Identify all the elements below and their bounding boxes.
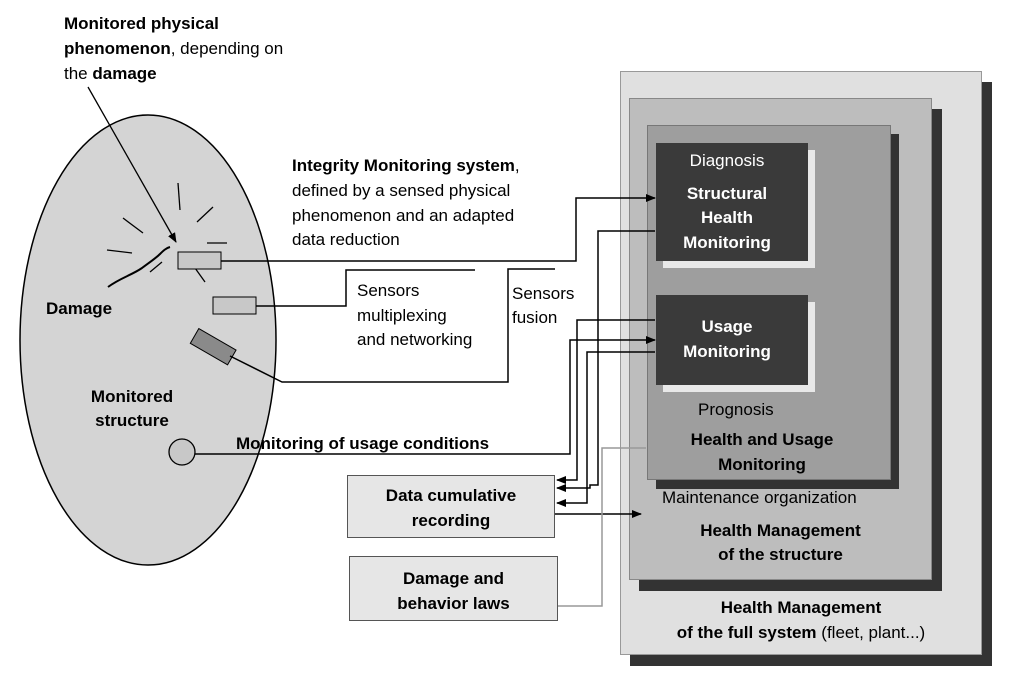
integrity-line4: data reduction (292, 230, 400, 249)
data-recording-line2: recording (411, 511, 491, 530)
sensors-mux-line3: and networking (357, 330, 473, 349)
sensors-fusion-line1: Sensors (512, 284, 575, 303)
usage-line2: Monitoring (683, 342, 771, 361)
sensors-mux-line1: Sensors (357, 281, 420, 300)
hm-system-line1: Health Management (720, 598, 882, 617)
damage-label: Damage (46, 299, 113, 318)
damage-laws-box (349, 556, 558, 621)
phenomenon-line1: Monitored physical (64, 14, 219, 33)
hm-system-full-system: of the full system (676, 623, 817, 642)
monitored-structure-ellipse (19, 114, 277, 566)
phenomenon-line2: phenomenon, depending on (64, 37, 283, 60)
phenomenon-suffix: , depending on (170, 39, 284, 58)
damage-laws-line2: behavior laws (397, 594, 510, 613)
shm-line1: Structural (686, 184, 768, 203)
hm-system-examples: (fleet, plant...) (816, 623, 926, 642)
shm-line2: Health (701, 208, 753, 227)
usage-conditions-label: Monitoring of usage conditions (236, 434, 490, 453)
integrity-title: Integrity Monitoring system, (292, 154, 520, 177)
integrity-title-bold: Integrity Monitoring system (292, 156, 515, 175)
maintenance-label: Maintenance organization (662, 488, 857, 507)
sensors-fusion-line2: fusion (512, 308, 558, 327)
hum-line2: Monitoring (718, 455, 806, 474)
phenomenon-word: phenomenon (64, 39, 171, 58)
usage-box (656, 295, 808, 385)
hm-system-line2: of the full system (fleet, plant...) (620, 621, 982, 644)
sensor-2 (212, 296, 257, 315)
sensors-mux-line2: multiplexing (357, 306, 447, 325)
prognosis-label: Prognosis (698, 400, 774, 419)
data-recording-line1: Data cumulative (385, 486, 517, 505)
diagnosis-label: Diagnosis (689, 151, 765, 170)
hm-structure-line2: of the structure (718, 545, 843, 564)
phenomenon-damage-word: damage (92, 64, 157, 83)
data-recording-box (347, 475, 555, 538)
damage-laws-line1: Damage and (402, 569, 505, 588)
usage-sensor (168, 438, 196, 466)
shm-box (656, 143, 808, 261)
integrity-line3: phenomenon and an adapted (292, 206, 515, 225)
integrity-title-comma: , (514, 156, 520, 175)
damage-crack (107, 246, 171, 288)
phenomenon-arrow (87, 86, 177, 243)
structure-label-line1: Monitored (90, 387, 174, 406)
hm-structure-line1: Health Management (700, 521, 861, 540)
phenomenon-the: the (64, 64, 93, 83)
phenomenon-line3: the damage (64, 62, 157, 85)
shm-line3: Monitoring (683, 233, 771, 252)
usage-line1: Usage (701, 317, 753, 336)
sensor-1 (177, 251, 222, 270)
hum-line1: Health and Usage (690, 430, 834, 449)
integrity-line2: defined by a sensed physical (292, 181, 511, 200)
damage-burst-lines (106, 182, 227, 283)
structure-label-line2: structure (95, 411, 169, 430)
